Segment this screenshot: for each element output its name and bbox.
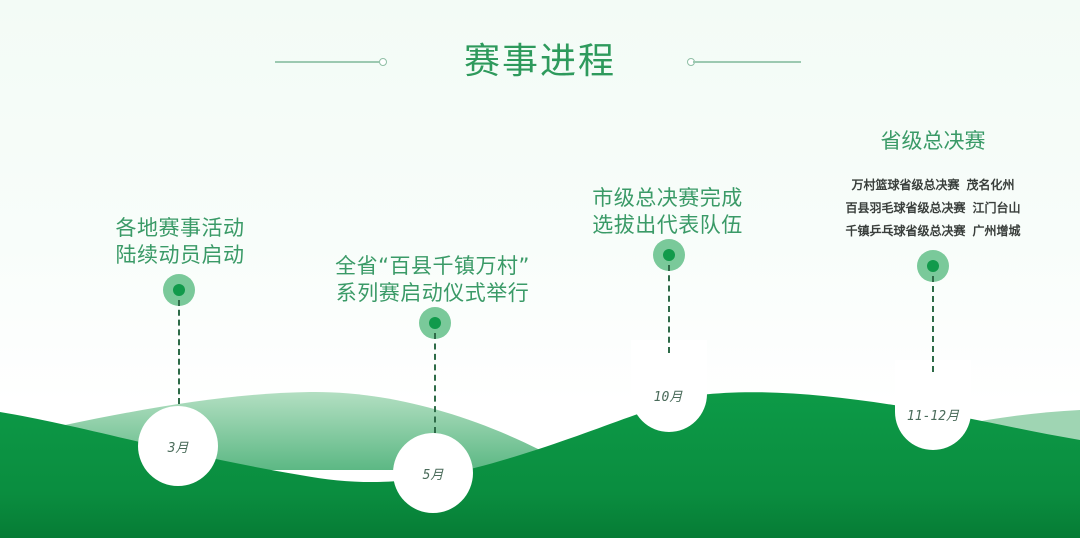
milestone-march-line-1: 各地赛事活动	[115, 216, 245, 240]
finals-item: 万村篮球省级总决赛茂名化州	[826, 174, 1040, 197]
section-header: 赛事进程	[0, 36, 1080, 88]
milestone-march-connector	[178, 300, 180, 404]
milestone-october-month: 10月	[653, 390, 683, 405]
milestone-may-line-1: 全省“百县千镇万村”	[335, 254, 530, 278]
milestone-october-line-1: 市级总决赛完成	[592, 186, 743, 210]
milestone-october-description: 市级总决赛完成 选拔出代表队伍	[575, 185, 760, 239]
milestone-may-description: 全省“百县千镇万村” 系列赛启动仪式举行	[300, 253, 565, 307]
milestone-may-month: 5月	[422, 468, 444, 483]
finals-location: 广州增城	[972, 224, 1021, 238]
milestone-october-connector	[668, 265, 670, 353]
milestone-march-marker-icon	[163, 274, 195, 306]
milestone-october-marker-icon	[653, 239, 685, 271]
finals-list: 万村篮球省级总决赛茂名化州 百县羽毛球省级总决赛江门台山 千镇乒乓球省级总决赛广…	[826, 174, 1040, 243]
title-divider-dot-left	[379, 58, 387, 66]
page-title: 赛事进程	[463, 41, 616, 82]
finals-event: 百县羽毛球省级总决赛	[845, 201, 966, 215]
milestone-may-connector	[434, 333, 436, 433]
milestone-march-month: 3月	[167, 441, 189, 456]
milestone-march-description: 各地赛事活动 陆续动员启动	[100, 215, 260, 269]
finals-location: 江门台山	[972, 201, 1021, 215]
milestone-finals-connector	[932, 276, 934, 372]
milestone-finals-heading: 省级总决赛	[880, 129, 986, 153]
milestone-march-line-2: 陆续动员启动	[115, 243, 245, 267]
milestone-may-line-2: 系列赛启动仪式举行	[335, 281, 530, 305]
finals-item: 千镇乒乓球省级总决赛广州增城	[826, 220, 1040, 243]
title-divider-left	[275, 61, 379, 63]
milestone-finals-month: 11-12月	[906, 409, 960, 424]
milestone-october-line-2: 选拔出代表队伍	[592, 213, 743, 237]
finals-event: 万村篮球省级总决赛	[851, 178, 960, 192]
title-divider-right	[693, 61, 801, 63]
finals-event: 千镇乒乓球省级总决赛	[845, 224, 966, 238]
finals-item: 百县羽毛球省级总决赛江门台山	[826, 197, 1040, 220]
finals-location: 茂名化州	[966, 178, 1015, 192]
